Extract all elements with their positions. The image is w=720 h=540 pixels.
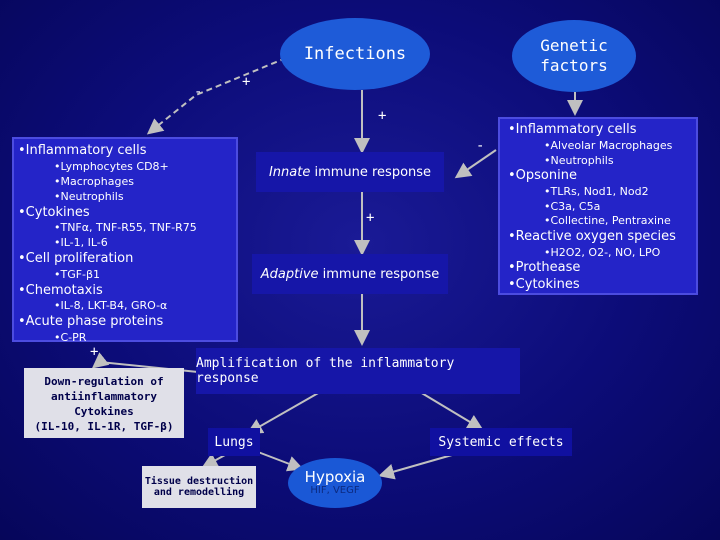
right-panel-line: •Neutrophils xyxy=(544,153,614,167)
hypoxia-label: Hypoxia xyxy=(304,468,366,486)
left-panel-line: •Inflammatory cells xyxy=(18,143,147,158)
arrow-lungs-to-hypoxia xyxy=(257,451,304,472)
adaptive-response-box: Adaptive immune response xyxy=(252,254,448,294)
right-panel-line: •Collectine, Pentraxine xyxy=(544,214,671,227)
arrow-lungs-to-tissue xyxy=(201,453,226,468)
arrow-amplification-to-lungs xyxy=(246,391,321,434)
left-panel-line: •Cell proliferation xyxy=(18,251,134,266)
amplification-box: Amplification of the inflammatory respon… xyxy=(196,348,520,394)
left-panel-line: •Lymphocytes CD8+ xyxy=(54,159,169,173)
plus-sign-infections-left: + xyxy=(242,74,251,90)
infections-label: Infections xyxy=(303,44,407,64)
innate-response-box: Innate immune response xyxy=(256,152,444,192)
hypoxia-node: Hypoxia HIF, VEGF xyxy=(288,458,382,508)
right-panel-line: •Prothease xyxy=(508,260,581,275)
right-panel-line: •Reactive oxygen species xyxy=(508,228,676,244)
plus-sign-infections-innate: + xyxy=(378,108,387,124)
innate-prefix: Innate xyxy=(268,164,311,180)
adaptive-rest: immune response xyxy=(322,266,440,282)
arrow-infections-to-left-panel xyxy=(146,57,287,135)
arrow-systemic-to-hypoxia xyxy=(378,454,453,480)
left-panel-line: •TGF-β1 xyxy=(54,267,101,281)
plus-sign-downregulation: + xyxy=(90,344,99,360)
left-panel-line: •Chemotaxis xyxy=(18,282,103,298)
amplification-label: Amplification of the inflammatory respon… xyxy=(196,356,455,386)
adaptive-prefix: Adaptive xyxy=(260,266,319,282)
right-factor-panel: •Inflammatory cells •Alveolar Macrophages… xyxy=(498,117,698,295)
lungs-label: Lungs xyxy=(214,434,254,450)
tissue-destruction-label: Tissue destruction and remodelling xyxy=(144,476,254,498)
right-panel-line: •Cytokines xyxy=(508,277,580,292)
left-panel-line: •Macrophages xyxy=(54,174,134,188)
right-panel-line: •TLRs, Nod1, Nod2 xyxy=(544,185,649,198)
plus-sign-innate-adaptive: + xyxy=(366,210,375,226)
arrow-right-panel-to-innate xyxy=(454,149,497,179)
systemic-effects-label: Systemic effects xyxy=(438,434,564,450)
genetic-factors-node: Genetic factors xyxy=(512,20,636,92)
innate-rest: immune response xyxy=(314,164,432,180)
downregulation-sub-label: (IL-10, IL-1R, TGF-β) xyxy=(34,420,174,433)
minus-sign-infections-left: - xyxy=(194,84,203,100)
minus-sign-right-panel: - xyxy=(476,138,485,154)
lungs-box: Lungs xyxy=(208,428,260,456)
left-panel-line: •Cytokines xyxy=(18,204,90,220)
genetic-factors-label: Genetic factors xyxy=(540,36,608,75)
arrow-amplification-to-systemic xyxy=(419,391,484,431)
left-panel-line: •IL-8, LKT-B4, GRO-α xyxy=(54,299,168,312)
right-panel-line: •H2O2, O2-, NO, LPO xyxy=(544,245,661,259)
systemic-effects-box: Systemic effects xyxy=(430,428,572,456)
left-panel-line: •Acute phase proteins xyxy=(18,314,164,329)
infections-node: Infections xyxy=(280,18,430,90)
right-panel-line: •C3a, C5a xyxy=(544,199,601,213)
left-factor-panel: •Inflammatory cells•Lymphocytes CD8+•Mac… xyxy=(12,137,238,344)
downregulation-box: Down-regulation of antiinflammatory Cyto… xyxy=(24,368,184,438)
left-panel-line: •IL-1, IL-6 xyxy=(54,236,108,249)
right-panel-line: •Alveolar Macrophages xyxy=(544,139,673,152)
right-panel-line: •Inflammatory cells xyxy=(508,122,637,137)
left-panel-line: •C-PR xyxy=(54,330,87,344)
hypoxia-sub-label: HIF, VEGF xyxy=(310,485,360,496)
tissue-destruction-box: Tissue destruction and remodelling xyxy=(142,466,256,508)
left-panel-line: •Neutrophils xyxy=(54,189,124,203)
right-panel-line: •Opsonine xyxy=(508,168,577,183)
downregulation-label: Down-regulation of antiinflammatory Cyto… xyxy=(44,375,164,418)
left-panel-line: •TNFα, TNF-R55, TNF-R75 xyxy=(54,221,197,234)
